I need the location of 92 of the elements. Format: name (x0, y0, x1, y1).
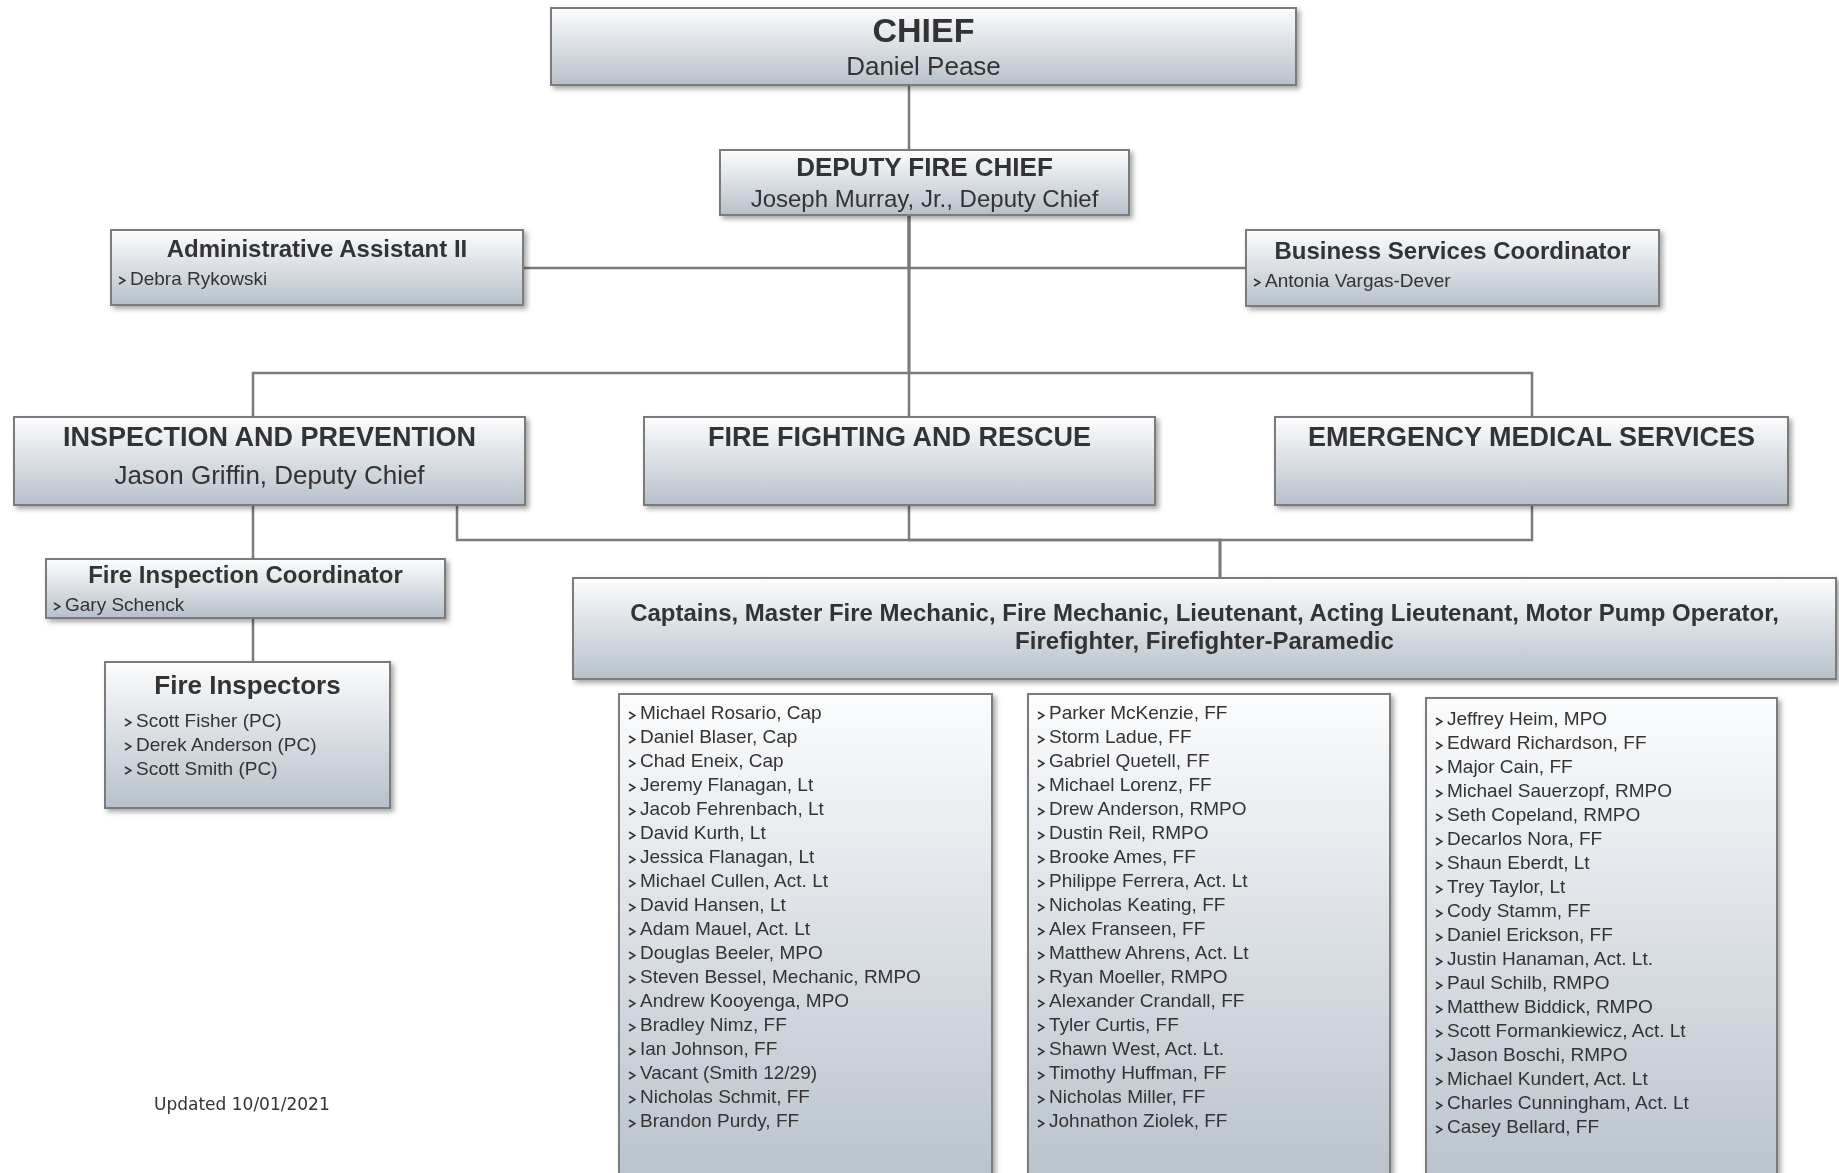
position-title: FIRE FIGHTING AND RESCUE (707, 422, 1092, 454)
staff-name: Nicholas Schmit, FF (640, 1086, 810, 1108)
position-title: Captains, Master Fire Mechanic, Fire Mechanic, Lieutenant, Acting Lieutenant, Motor Pump Operator, Firefighter, Firefighter-Paramedic (629, 599, 1780, 655)
connector-line (251, 617, 255, 661)
position-title: Fire Inspection Coordinator (87, 561, 404, 589)
staff-name: Timothy Huffman, FF (1049, 1062, 1227, 1084)
position-box (550, 7, 1297, 86)
staff-name: Scott Fisher (PC) (136, 709, 282, 732)
staff-name: Bradley Nimz, FF (640, 1014, 787, 1036)
staff-name: Cody Stamm, FF (1447, 900, 1591, 922)
position-box (1245, 229, 1660, 307)
staff-name: Casey Bellard, FF (1447, 1116, 1600, 1138)
staff-name: Seth Copeland, RMPO (1447, 804, 1641, 826)
staff-name: Ian Johnson, FF (640, 1038, 778, 1060)
staff-name: Michael Kundert, Act. Lt (1447, 1068, 1648, 1090)
staff-name: Brooke Ames, FF (1049, 846, 1196, 868)
person-name: Jason Griffin, Deputy Chief (113, 461, 426, 491)
staff-name: Jacob Fehrenbach, Lt (640, 798, 824, 820)
staff-name: Storm Ladue, FF (1049, 726, 1192, 748)
staff-name: Chad Eneix, Cap (640, 750, 784, 772)
staff-name: Alexander Crandall, FF (1049, 990, 1245, 1012)
staff-name: Trey Taylor, Lt (1447, 876, 1566, 898)
staff-name: Jeremy Flanagan, Lt (640, 774, 814, 796)
staff-name: Gary Schenck (65, 593, 185, 616)
staff-name: Philippe Ferrera, Act. Lt (1049, 870, 1248, 892)
position-box (45, 558, 446, 619)
position-box (13, 416, 526, 506)
position-box (110, 229, 524, 306)
staff-name: Tyler Curtis, FF (1049, 1014, 1179, 1036)
staff-name: Derek Anderson (PC) (136, 733, 317, 756)
staff-name: Shaun Eberdt, Lt (1447, 852, 1590, 874)
position-title: DEPUTY FIRE CHIEF (795, 153, 1054, 183)
staff-name: Gabriel Quetell, FF (1049, 750, 1210, 772)
staff-name: Matthew Ahrens, Act. Lt (1049, 942, 1249, 964)
staff-name: Debra Rykowski (130, 267, 268, 290)
staff-name: Vacant (Smith 12/29) (640, 1062, 818, 1084)
staff-name: Shawn West, Act. Lt. (1049, 1038, 1224, 1060)
position-box (104, 661, 391, 809)
staff-name: Edward Richardson, FF (1447, 732, 1647, 754)
staff-name: Jessica Flanagan, Lt (640, 846, 815, 868)
position-title: Administrative Assistant II (165, 235, 469, 263)
position-title: CHIEF (871, 11, 976, 51)
position-box (572, 577, 1837, 680)
position-title: EMERGENCY MEDICAL SERVICES (1306, 422, 1757, 454)
roster-box (618, 693, 993, 1173)
staff-name: Alex Franseen, FF (1049, 918, 1206, 940)
position-title: Fire Inspectors (153, 671, 342, 701)
person-name: Daniel Pease (845, 52, 1002, 82)
position-box (719, 149, 1130, 216)
staff-name: Andrew Kooyenga, MPO (640, 990, 850, 1012)
connector-line (907, 216, 1534, 416)
staff-name: Jeffrey Heim, MPO (1447, 708, 1608, 730)
staff-name: Paul Schilb, RMPO (1447, 972, 1610, 994)
roster-box (1027, 693, 1391, 1173)
staff-name: David Hansen, Lt (640, 894, 786, 916)
update-note: Updated 10/01/2021 (154, 1094, 330, 1114)
staff-name: Johnathon Ziolek, FF (1049, 1110, 1228, 1132)
staff-name: Michael Rosario, Cap (640, 702, 822, 724)
connector-line (251, 506, 255, 558)
roster-box (1425, 697, 1778, 1173)
staff-name: Steven Bessel, Mechanic, RMPO (640, 966, 921, 988)
connector-line (907, 86, 911, 149)
staff-name: Charles Cunningham, Act. Lt (1447, 1092, 1689, 1114)
staff-name: Drew Anderson, RMPO (1049, 798, 1247, 820)
staff-name: Ryan Moeller, RMPO (1049, 966, 1228, 988)
position-title: INSPECTION AND PREVENTION (61, 422, 477, 454)
staff-name: Dustin Reil, RMPO (1049, 822, 1209, 844)
staff-name: Daniel Blaser, Cap (640, 726, 798, 748)
staff-name: Brandon Purdy, FF (640, 1110, 800, 1132)
person-name: Joseph Murray, Jr., Deputy Chief (749, 184, 1100, 213)
staff-name: David Kurth, Lt (640, 822, 766, 844)
staff-name: Nicholas Keating, FF (1049, 894, 1226, 916)
staff-name: Major Cain, FF (1447, 756, 1573, 778)
staff-name: Parker McKenzie, FF (1049, 702, 1228, 724)
staff-name: Michael Sauerzopf, RMPO (1447, 780, 1672, 802)
staff-name: Michael Cullen, Act. Lt (640, 870, 828, 892)
staff-name: Michael Lorenz, FF (1049, 774, 1212, 796)
staff-name: Decarlos Nora, FF (1447, 828, 1603, 850)
staff-name: Matthew Biddick, RMPO (1447, 996, 1653, 1018)
connector-line (1218, 506, 1534, 577)
staff-name: Nicholas Miller, FF (1049, 1086, 1206, 1108)
staff-name: Scott Formankiewicz, Act. Lt (1447, 1020, 1686, 1042)
staff-name: Daniel Erickson, FF (1447, 924, 1613, 946)
staff-name: Justin Hanaman, Act. Lt. (1447, 948, 1653, 970)
position-box (1274, 416, 1789, 506)
position-title: Business Services Coordinator (1273, 237, 1632, 265)
staff-name: Adam Mauel, Act. Lt (640, 918, 811, 940)
staff-name: Douglas Beeler, MPO (640, 942, 823, 964)
position-box (643, 416, 1156, 506)
staff-name: Scott Smith (PC) (136, 757, 278, 780)
staff-name: Antonia Vargas-Dever (1265, 269, 1451, 292)
staff-name: Jason Boschi, RMPO (1447, 1044, 1628, 1066)
